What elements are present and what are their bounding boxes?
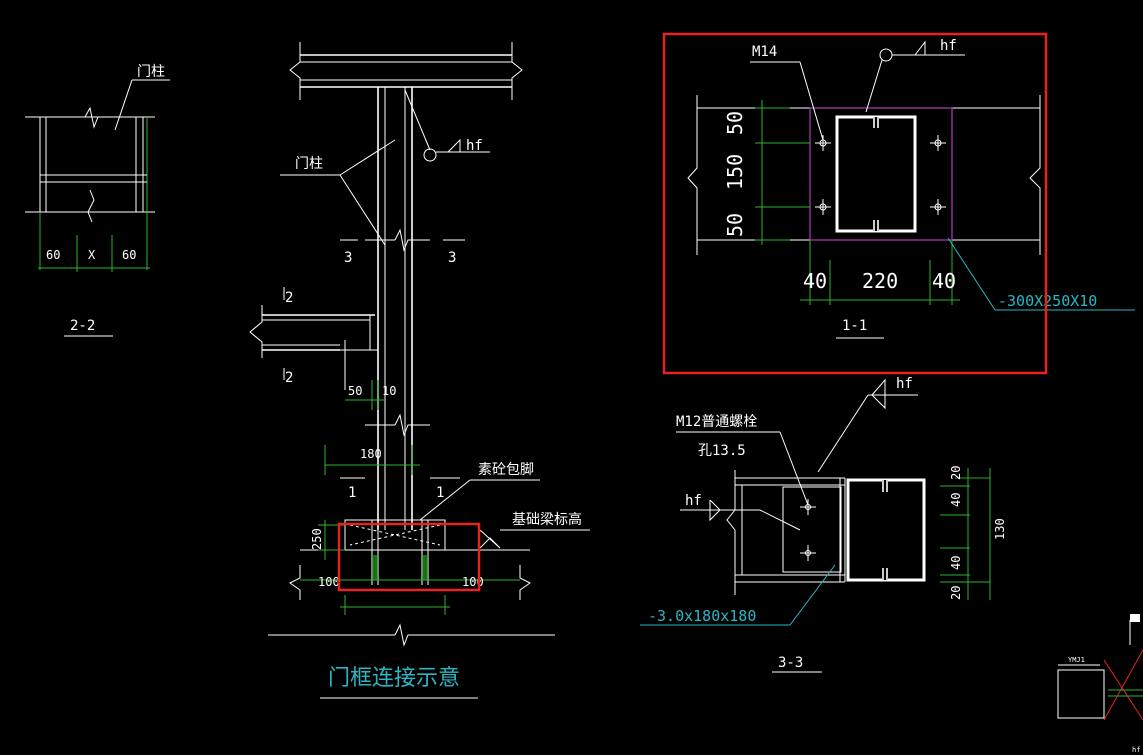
weld-symbol-hf: hf bbox=[466, 138, 483, 154]
label-post: 门柱 bbox=[137, 64, 165, 80]
section-3-3-title: 3-3 bbox=[778, 655, 803, 671]
bolt-hole bbox=[800, 545, 816, 561]
thumbnail-label-hf: hf bbox=[1132, 746, 1140, 754]
dim-60-right: 60 bbox=[122, 248, 136, 262]
bolt-hole bbox=[930, 135, 946, 151]
dim-20-bottom: 20 bbox=[949, 586, 963, 600]
label-plate-11: -300X250X10 bbox=[998, 292, 1097, 310]
dim-20-top: 20 bbox=[949, 466, 963, 480]
weld-symbol-hf-11: hf bbox=[940, 38, 957, 54]
thumbnail-label-a: YMJ1 bbox=[1068, 656, 1085, 664]
weld-symbol-hf-33-top: hf bbox=[896, 376, 913, 392]
bolt-hole bbox=[800, 499, 816, 515]
bolt-hole bbox=[815, 135, 831, 151]
main-view-title: 门框连接示意 bbox=[328, 666, 460, 691]
door-frame-main-view: hf 门柱 3 3 2 2 50 10 180 bbox=[249, 42, 590, 699]
dim-x: X bbox=[88, 248, 96, 262]
dim-40-right: 40 bbox=[932, 269, 956, 293]
cut-mark-1-right: 1 bbox=[436, 485, 444, 501]
dim-10: 10 bbox=[382, 384, 396, 398]
label-bolt-m12: M12普通螺栓 bbox=[676, 414, 757, 430]
dim-100-left: 100 bbox=[318, 575, 340, 589]
dim-100-right: 100 bbox=[462, 575, 484, 589]
dim-250: 250 bbox=[310, 528, 324, 550]
dim-40-left: 40 bbox=[803, 269, 827, 293]
section-3-3: hf M12普通螺栓 孔13.5 hf 20 40 130 40 20 -3.0… bbox=[640, 376, 1007, 673]
dim-150: 150 bbox=[723, 154, 747, 190]
bolt-hole bbox=[815, 199, 831, 215]
section-1-1: M14 hf 50 150 50 40 220 40 -300X250X10 1… bbox=[662, 32, 1135, 375]
section-2-2-title: 2-2 bbox=[70, 318, 95, 334]
cut-mark-1-left: 1 bbox=[348, 485, 356, 501]
dim-50: 50 bbox=[348, 384, 362, 398]
cut-mark-3-right: 3 bbox=[448, 250, 456, 266]
cut-mark-2-bottom: 2 bbox=[285, 370, 293, 386]
leader-line bbox=[114, 79, 133, 131]
label-foundation-level: 基础梁标高 bbox=[512, 511, 582, 528]
dim-130: 130 bbox=[993, 518, 1007, 540]
label-plate-33: -3.0x180x180 bbox=[648, 607, 756, 625]
highlight-box-base bbox=[337, 522, 481, 592]
connection-plate-33 bbox=[782, 486, 842, 573]
highlight-box-1-1 bbox=[662, 32, 1048, 375]
bolt-hole bbox=[930, 199, 946, 215]
section-1-1-title: 1-1 bbox=[842, 318, 867, 334]
dim-220: 220 bbox=[862, 269, 898, 293]
dim-60-left: 60 bbox=[46, 248, 60, 262]
label-concrete-foot: 素砼包脚 bbox=[478, 462, 534, 478]
cut-mark-2-top: 2 bbox=[285, 290, 293, 306]
dim-180: 180 bbox=[360, 447, 382, 461]
label-bolt-m14: M14 bbox=[752, 44, 777, 60]
thumbnail-detail: YMJ1 hf bbox=[1057, 614, 1143, 754]
dim-40-top: 40 bbox=[949, 493, 963, 507]
label-hole: 孔13.5 bbox=[698, 443, 746, 459]
dim-40-bottom: 40 bbox=[949, 556, 963, 570]
weld-symbol-hf-33-left: hf bbox=[685, 493, 702, 509]
cut-mark-3-left: 3 bbox=[344, 250, 352, 266]
base-plate bbox=[809, 107, 953, 241]
section-2-2: 门柱 60 X 60 2-2 bbox=[25, 64, 170, 337]
dim-50-top: 50 bbox=[723, 111, 747, 135]
dim-50-bottom: 50 bbox=[723, 213, 747, 237]
label-post-main: 门柱 bbox=[295, 156, 323, 172]
